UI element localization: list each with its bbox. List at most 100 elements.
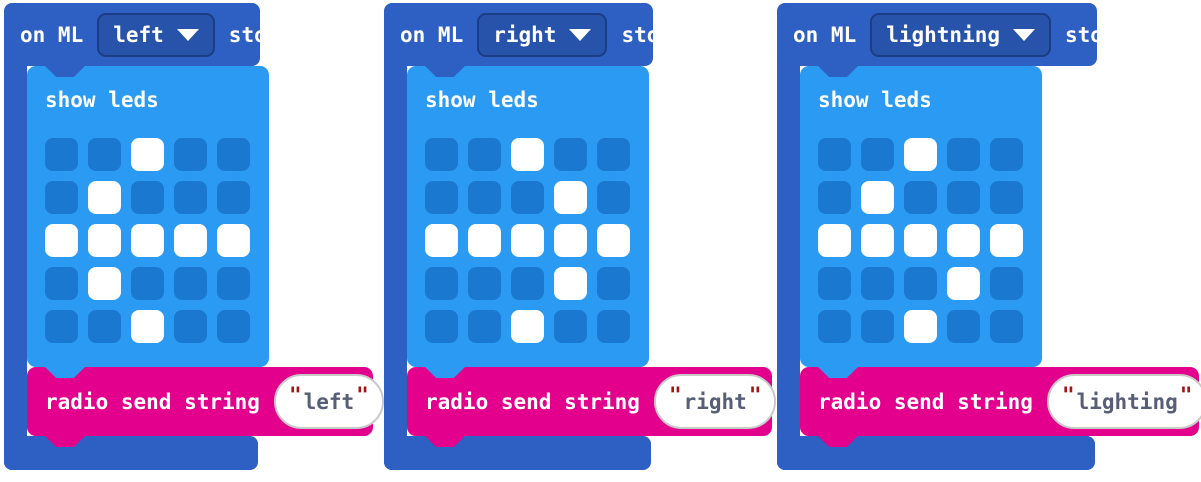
led-cell-off[interactable] <box>990 310 1023 343</box>
led-cell-on[interactable] <box>511 310 544 343</box>
led-cell-on[interactable] <box>511 138 544 171</box>
led-cell-on[interactable] <box>174 224 207 257</box>
led-cell-off[interactable] <box>818 181 851 214</box>
led-cell-off[interactable] <box>425 138 458 171</box>
open-quote: " <box>288 382 302 407</box>
led-cell-on[interactable] <box>131 310 164 343</box>
radio-send-string-block[interactable]: radio send string " left " <box>27 367 384 436</box>
ml-event-dropdown[interactable]: lightning <box>870 12 1052 57</box>
led-cell-off[interactable] <box>597 267 630 300</box>
led-cell-off[interactable] <box>217 181 250 214</box>
led-cell-on[interactable] <box>861 224 894 257</box>
led-cell-off[interactable] <box>990 267 1023 300</box>
string-value: right <box>683 389 747 414</box>
on-ml-right-header[interactable]: on ML right stop <box>384 3 672 66</box>
led-cell-off[interactable] <box>45 138 78 171</box>
led-cell-off[interactable] <box>88 310 121 343</box>
led-cell-off[interactable] <box>217 310 250 343</box>
led-cell-off[interactable] <box>818 267 851 300</box>
led-cell-on[interactable] <box>468 224 501 257</box>
ml-event-dropdown[interactable]: left <box>97 12 215 57</box>
led-cell-off[interactable] <box>947 181 980 214</box>
led-cell-off[interactable] <box>217 267 250 300</box>
string-value: left <box>303 389 355 414</box>
led-cell-on[interactable] <box>904 310 937 343</box>
led-cell-off[interactable] <box>904 267 937 300</box>
show-leds-block[interactable]: show leds <box>800 66 1042 367</box>
led-cell-off[interactable] <box>554 310 587 343</box>
led-cell-on[interactable] <box>88 267 121 300</box>
on-ml-lightning-header[interactable]: on ML lightning stop <box>777 3 1116 66</box>
on-ml-prefix-label: on ML <box>400 22 464 47</box>
led-cell-off[interactable] <box>425 310 458 343</box>
radio-send-string-block[interactable]: radio send string " lighting " <box>800 367 1201 436</box>
led-cell-on[interactable] <box>554 267 587 300</box>
led-cell-off[interactable] <box>990 181 1023 214</box>
led-cell-off[interactable] <box>217 138 250 171</box>
led-cell-off[interactable] <box>597 138 630 171</box>
led-cell-off[interactable] <box>904 181 937 214</box>
led-cell-off[interactable] <box>818 138 851 171</box>
led-cell-off[interactable] <box>88 138 121 171</box>
led-cell-on[interactable] <box>818 224 851 257</box>
led-cell-off[interactable] <box>554 138 587 171</box>
led-cell-off[interactable] <box>174 267 207 300</box>
led-cell-on[interactable] <box>45 224 78 257</box>
led-cell-off[interactable] <box>861 138 894 171</box>
led-cell-on[interactable] <box>425 224 458 257</box>
led-cell-off[interactable] <box>174 310 207 343</box>
led-cell-on[interactable] <box>904 224 937 257</box>
led-cell-off[interactable] <box>131 181 164 214</box>
block-connector-notch <box>425 66 465 77</box>
led-cell-off[interactable] <box>174 138 207 171</box>
led-cell-on[interactable] <box>990 224 1023 257</box>
block-connector-notch <box>425 367 465 378</box>
radio-send-string-block[interactable]: radio send string " right " <box>407 367 777 436</box>
led-cell-off[interactable] <box>511 267 544 300</box>
string-value-input[interactable]: " right " <box>653 374 777 429</box>
on-ml-block-footer <box>4 436 258 470</box>
led-cell-on[interactable] <box>861 181 894 214</box>
led-cell-off[interactable] <box>425 267 458 300</box>
led-cell-off[interactable] <box>861 310 894 343</box>
show-leds-block[interactable]: show leds <box>27 66 269 367</box>
led-cell-on[interactable] <box>947 224 980 257</box>
led-cell-off[interactable] <box>468 181 501 214</box>
led-cell-off[interactable] <box>597 310 630 343</box>
led-cell-off[interactable] <box>818 310 851 343</box>
led-cell-on[interactable] <box>904 138 937 171</box>
led-cell-off[interactable] <box>468 267 501 300</box>
led-cell-off[interactable] <box>174 181 207 214</box>
led-cell-off[interactable] <box>468 138 501 171</box>
led-cell-on[interactable] <box>947 267 980 300</box>
led-cell-on[interactable] <box>554 224 587 257</box>
led-cell-on[interactable] <box>88 181 121 214</box>
string-value-input[interactable]: " left " <box>273 374 384 429</box>
led-cell-on[interactable] <box>88 224 121 257</box>
led-cell-off[interactable] <box>597 181 630 214</box>
led-cell-off[interactable] <box>990 138 1023 171</box>
led-matrix <box>45 138 250 343</box>
on-ml-left-header[interactable]: on ML left stop <box>4 3 279 66</box>
led-cell-off[interactable] <box>425 181 458 214</box>
led-cell-off[interactable] <box>45 267 78 300</box>
led-cell-on[interactable] <box>511 224 544 257</box>
led-cell-on[interactable] <box>554 181 587 214</box>
string-value-input[interactable]: " lighting " <box>1046 374 1201 429</box>
led-cell-on[interactable] <box>597 224 630 257</box>
led-cell-off[interactable] <box>468 310 501 343</box>
led-cell-off[interactable] <box>947 310 980 343</box>
led-cell-off[interactable] <box>45 310 78 343</box>
show-leds-block[interactable]: show leds <box>407 66 649 367</box>
led-cell-off[interactable] <box>45 181 78 214</box>
led-cell-off[interactable] <box>511 181 544 214</box>
ml-event-dropdown[interactable]: right <box>477 12 608 57</box>
radio-send-string-label: radio send string <box>425 389 640 414</box>
led-cell-off[interactable] <box>131 267 164 300</box>
led-cell-off[interactable] <box>861 267 894 300</box>
led-cell-on[interactable] <box>131 224 164 257</box>
led-cell-on[interactable] <box>131 138 164 171</box>
radio-send-string-label: radio send string <box>818 389 1033 414</box>
led-cell-on[interactable] <box>217 224 250 257</box>
led-cell-off[interactable] <box>947 138 980 171</box>
